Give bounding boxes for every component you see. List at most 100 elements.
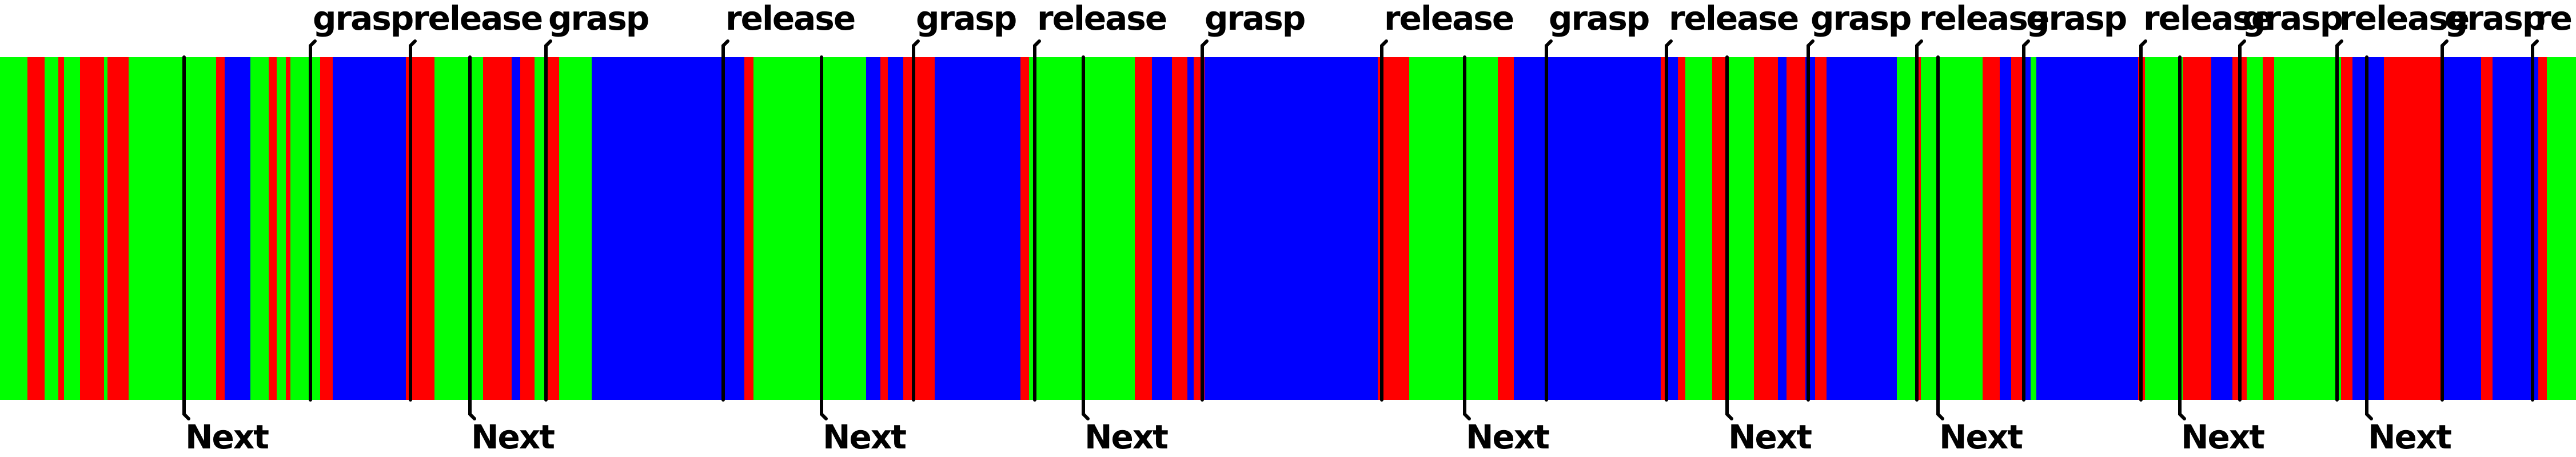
top-marker-release: release	[409, 0, 543, 402]
segment-blue	[1668, 57, 1678, 400]
top-marker-line	[2139, 39, 2147, 402]
top-marker-release: release	[1665, 0, 1799, 402]
segment-red	[2011, 57, 2023, 400]
segment-red	[80, 57, 104, 400]
top-marker-grasp: grasp	[912, 0, 1017, 402]
segment-green	[559, 57, 592, 400]
segment-red	[1382, 57, 1409, 400]
segment-red	[880, 57, 888, 400]
bottom-marker-line	[468, 55, 476, 420]
bottom-marker-label: Next	[471, 418, 555, 456]
top-marker-grasp: grasp	[1545, 0, 1650, 402]
top-marker-line	[2335, 39, 2343, 402]
segment-green	[753, 57, 866, 400]
segment-green	[1685, 57, 1712, 400]
top-marker-line	[1380, 39, 1388, 402]
segment-green	[2547, 57, 2576, 400]
segment-red	[903, 57, 935, 400]
segment-red	[2341, 57, 2352, 400]
top-marker-label: grasp	[1549, 0, 1649, 38]
top-marker-line	[1201, 39, 1209, 402]
segment-red	[2384, 57, 2444, 400]
segment-red	[216, 57, 225, 400]
segment-red	[2263, 57, 2274, 400]
top-marker-label: grasp	[2445, 0, 2545, 38]
segment-green	[1409, 57, 1498, 400]
top-marker-label: release	[413, 0, 542, 38]
top-marker-label: release	[725, 0, 855, 38]
bottom-marker-Next: Next	[182, 55, 270, 456]
top-marker-label: grasp	[1811, 0, 1911, 38]
top-marker-label: grasp	[548, 0, 648, 38]
segment-blue	[2444, 57, 2481, 400]
segment-blue	[1152, 57, 1172, 400]
top-marker-line	[912, 39, 920, 402]
segment-blue	[2211, 57, 2232, 400]
top-marker-grasp: grasp	[309, 0, 414, 402]
bottom-marker-label: Next	[823, 418, 906, 456]
bottom-marker-line	[1082, 55, 1090, 420]
segment-green	[2274, 57, 2341, 400]
segment-red	[548, 57, 559, 400]
top-marker-label: release	[1669, 0, 1798, 38]
segment-red	[107, 57, 129, 400]
top-marker-label: release	[1384, 0, 1513, 38]
segment-red	[483, 57, 512, 400]
top-marker-label: grasp	[2242, 0, 2342, 38]
segment-green	[64, 57, 80, 400]
top-marker-grasp: grasp	[2238, 0, 2343, 402]
bottom-marker-label: Next	[1084, 418, 1168, 456]
top-marker-line	[1665, 39, 1673, 402]
bottom-marker-label: Next	[185, 418, 269, 456]
segment-green	[104, 57, 107, 400]
segment-red	[286, 57, 290, 400]
segment-red	[520, 57, 535, 400]
top-marker-release: release	[1033, 0, 1167, 402]
top-marker-release: release	[1380, 0, 1514, 402]
bottom-marker-Next: Next	[2365, 55, 2453, 456]
bottom-marker-label: Next	[1466, 418, 1549, 456]
segment-blue	[1205, 57, 1378, 400]
segment-red	[2481, 57, 2493, 400]
top-marker-line	[2022, 39, 2030, 402]
top-marker-grasp: grasp	[544, 0, 649, 402]
top-marker-line	[1545, 39, 1553, 402]
segment-green	[45, 57, 58, 400]
bottom-marker-line	[820, 55, 828, 420]
segment-green	[0, 57, 27, 400]
bottom-marker-line	[182, 55, 190, 420]
segment-green	[129, 57, 216, 400]
segment-green	[250, 57, 269, 400]
segment-blue	[1827, 57, 1897, 400]
top-marker-release: release	[721, 0, 856, 402]
top-marker-label: grasp	[313, 0, 413, 38]
segment-blue	[2493, 57, 2538, 400]
segment-red	[744, 57, 753, 400]
top-marker-label: grasp	[1205, 0, 1305, 38]
bottom-marker-label: Next	[2368, 418, 2451, 456]
top-marker-label: grasp	[2026, 0, 2126, 38]
bottom-marker-Next: Next	[1082, 55, 1169, 456]
segment-red	[2183, 57, 2211, 400]
top-marker-label: release	[2143, 0, 2272, 38]
bottom-marker-label: Next	[1728, 418, 1812, 456]
segment-green	[1921, 57, 1983, 400]
bottom-marker-line	[1725, 55, 1733, 420]
top-marker-line	[721, 39, 729, 402]
top-marker-label: release	[1919, 0, 2048, 38]
segment-blue	[592, 57, 744, 400]
bottom-marker-Next: Next	[1936, 55, 2024, 456]
bottom-marker-Next: Next	[820, 55, 907, 456]
segment-red	[1498, 57, 1514, 400]
top-marker-line	[544, 39, 552, 402]
top-marker-label: grasp	[916, 0, 1016, 38]
top-marker-line	[2531, 39, 2539, 402]
state-segments	[0, 57, 2576, 400]
bottom-marker-Next: Next	[468, 55, 556, 456]
bottom-marker-Next: Next	[2178, 55, 2266, 456]
segment-green	[290, 57, 320, 400]
segment-blue	[866, 57, 880, 400]
segment-red	[1020, 57, 1029, 400]
segment-red	[1678, 57, 1685, 400]
